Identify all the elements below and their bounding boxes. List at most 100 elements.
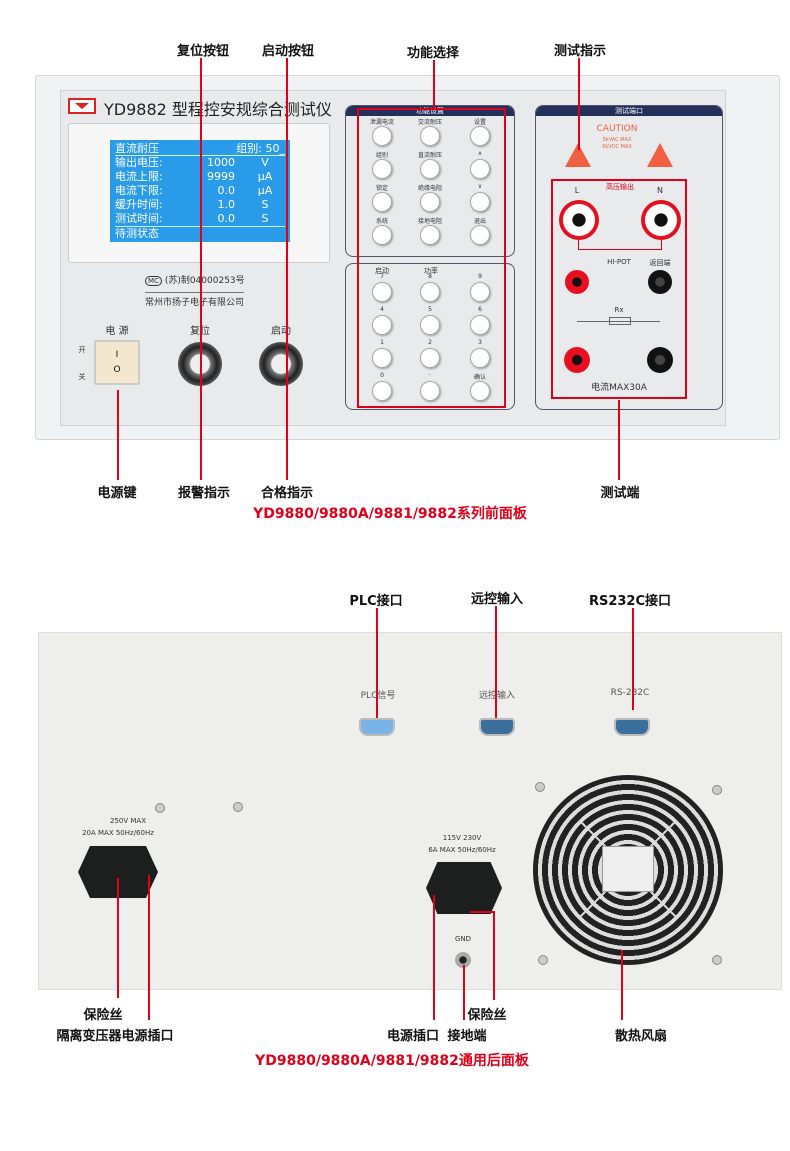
function-key[interactable] xyxy=(470,192,490,212)
lcd-row-label: 输出电压: xyxy=(115,156,163,169)
keypad-key[interactable] xyxy=(420,282,440,302)
function-key[interactable] xyxy=(420,225,440,245)
function-key[interactable] xyxy=(372,225,392,245)
gnd-label: GND xyxy=(454,935,472,943)
function-key[interactable] xyxy=(372,126,392,146)
keypad-key-label: 8 xyxy=(428,273,432,280)
keypad-key[interactable] xyxy=(420,348,440,368)
function-key[interactable] xyxy=(420,159,440,179)
power-label: 电 源 xyxy=(105,326,129,337)
lcd-row-label: 缓升时间: xyxy=(115,198,163,211)
function-key-label: 直流耐压 xyxy=(417,152,443,159)
power-on-label: 开 xyxy=(78,346,86,354)
function-key[interactable] xyxy=(470,159,490,179)
function-key[interactable] xyxy=(372,159,392,179)
black-jack-upper[interactable] xyxy=(648,270,672,294)
function-key-label: ∧ xyxy=(477,150,483,157)
l-terminal[interactable] xyxy=(559,200,599,240)
keypad-key[interactable] xyxy=(470,282,490,302)
lcd-row-unit: S xyxy=(261,212,269,225)
keypad-key-label: 5 xyxy=(428,306,432,313)
keypad-key-label: 确认 xyxy=(473,374,487,381)
fan-label-sticker xyxy=(602,846,654,892)
annotation-plc-port: PLC接口 xyxy=(349,594,403,609)
keypad-key[interactable] xyxy=(470,315,490,335)
rear-panel-caption: YD9880/9880A/9881/9882通用后面板 xyxy=(255,1053,529,1069)
keypad-key[interactable] xyxy=(420,315,440,335)
keypad-key[interactable] xyxy=(372,381,392,401)
lcd-row-label: 电流上限: xyxy=(115,170,163,183)
start-label: 启动 xyxy=(271,326,291,337)
annotation-rs232-port: RS232C接口 xyxy=(588,594,672,609)
product-title: YD9882 型程控安规综合测试仪 xyxy=(104,100,332,119)
keypad-key-label: 7 xyxy=(380,273,384,280)
hipot-label: HI-POT xyxy=(607,258,631,266)
black-jack-lower[interactable] xyxy=(647,347,673,373)
power-off-label: 关 xyxy=(78,373,86,381)
test-port-title: 测试端口 xyxy=(536,106,722,116)
annotation-test-terminal: 测试端 xyxy=(600,486,640,501)
annotation-test-indicator: 测试指示 xyxy=(553,44,607,59)
lcd-row-value: 0.0 xyxy=(217,212,236,225)
test-port-panel: 测试端口 xyxy=(535,105,723,410)
keypad-key[interactable] xyxy=(372,315,392,335)
function-key-label: 锁定 xyxy=(375,185,389,192)
current-max-label: 电流MAX30A xyxy=(591,383,647,393)
right-rating-1: 115V 230V xyxy=(442,834,482,842)
annotation-function-select: 功能选择 xyxy=(406,46,460,61)
function-key-label: 退出 xyxy=(473,218,487,225)
function-key[interactable] xyxy=(470,126,490,146)
lcd-row-unit: V xyxy=(261,156,269,169)
ground-terminal[interactable] xyxy=(455,952,471,968)
keypad-key[interactable] xyxy=(372,282,392,302)
n-label: N xyxy=(657,186,663,195)
keypad-key-label: 9 xyxy=(478,273,482,280)
front-panel-caption: YD9880/9880A/9881/9882系列前面板 xyxy=(253,506,527,522)
keypad-key-label: 1 xyxy=(380,339,384,346)
plc-connector[interactable] xyxy=(359,718,395,736)
keypad-key-label: 3 xyxy=(478,339,482,346)
function-key[interactable] xyxy=(420,126,440,146)
hv-wire xyxy=(578,240,662,250)
lcd-mode: 直流耐压 xyxy=(115,142,159,155)
test-terminal-highlight xyxy=(551,179,687,399)
function-key[interactable] xyxy=(420,192,440,212)
lcd-row-label: 电流下限: xyxy=(115,184,163,197)
red-jack-lower[interactable] xyxy=(564,347,590,373)
remote-connector[interactable] xyxy=(479,718,515,736)
function-panel-title: 功能设置 xyxy=(346,106,514,116)
annotation-alarm-indicator: 报警指示 xyxy=(177,486,231,501)
lcd-row-unit: μA xyxy=(257,170,273,183)
function-key-label: 交流耐压 xyxy=(417,119,443,126)
keypad-key[interactable] xyxy=(372,348,392,368)
red-jack-upper[interactable] xyxy=(565,270,589,294)
lcd-row: 电流上限: 9999 μA xyxy=(115,170,285,184)
keypad-key-label: 6 xyxy=(478,306,482,313)
function-key[interactable] xyxy=(372,192,392,212)
keypad-panel xyxy=(345,263,515,410)
keypad-key-label: · xyxy=(429,372,431,379)
function-key[interactable] xyxy=(470,225,490,245)
keypad-key[interactable] xyxy=(420,381,440,401)
function-highlight xyxy=(357,108,506,408)
annotation-ground: 接地端 xyxy=(447,1029,487,1044)
left-rating-1: 250V MAX xyxy=(110,817,146,825)
lcd-row-value: 9999 xyxy=(207,170,235,183)
caution-ac: 5kVAC MAX xyxy=(602,137,632,143)
function-key-label: 组别 xyxy=(375,152,389,159)
keypad-key[interactable] xyxy=(470,348,490,368)
keypad-key[interactable] xyxy=(470,381,490,401)
rs232-connector[interactable] xyxy=(614,718,650,736)
n-terminal[interactable] xyxy=(641,200,681,240)
power-inlet[interactable] xyxy=(426,862,502,914)
function-key-label: 接地电阻 xyxy=(417,218,443,225)
remote-input-label: 远控输入 xyxy=(478,691,516,701)
annotation-power-key: 电源键 xyxy=(97,486,137,501)
start-button[interactable] xyxy=(259,342,303,386)
lcd-status: 待测状态 xyxy=(115,227,159,240)
screw xyxy=(233,802,243,812)
